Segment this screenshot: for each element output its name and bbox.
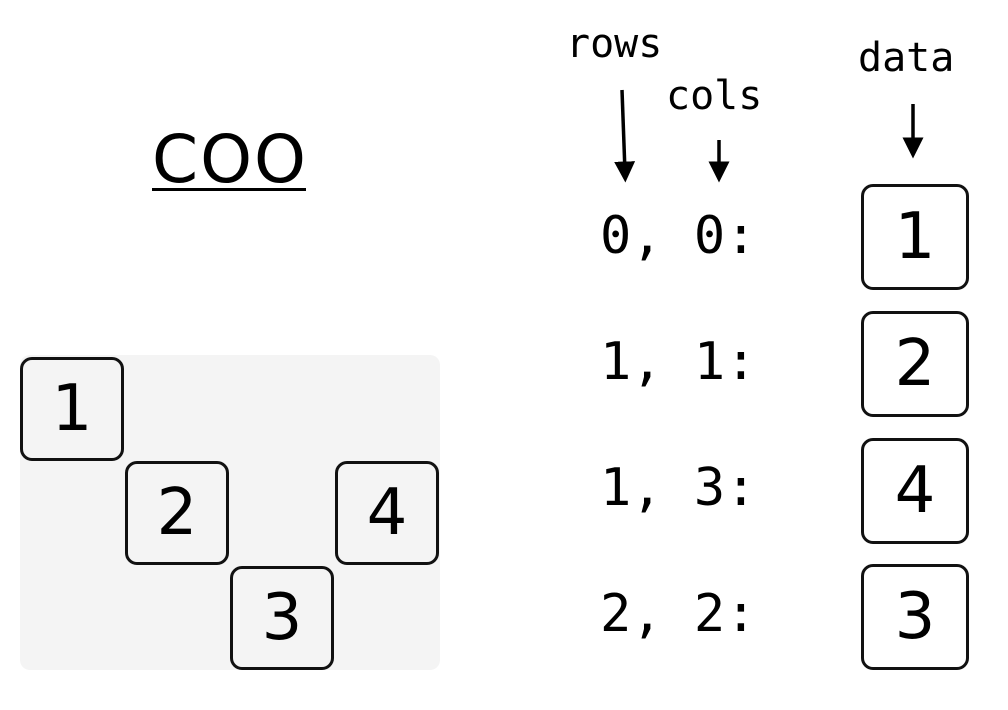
coordinate-label: 2, 2: <box>600 584 757 644</box>
data-value-box: 1 <box>861 184 969 290</box>
format-title: COO <box>152 121 308 198</box>
coordinate-label: 1, 3: <box>600 458 757 518</box>
rows-arrow-icon <box>614 89 636 183</box>
data-value-box: 3 <box>861 564 969 670</box>
coordinate-label: 1, 1: <box>600 332 757 392</box>
matrix-cell: 4 <box>335 461 439 565</box>
matrix-cell: 3 <box>230 566 334 670</box>
matrix-cell: 1 <box>20 357 124 461</box>
data-header: data <box>858 35 955 81</box>
data-value-box: 2 <box>861 311 969 417</box>
cols-header: cols <box>666 73 763 119</box>
coordinate-label: 0, 0: <box>600 206 757 266</box>
rows-header: rows <box>566 21 663 67</box>
data-value-box: 4 <box>861 438 969 544</box>
title-underline <box>152 188 306 191</box>
matrix-cell: 2 <box>125 461 229 565</box>
